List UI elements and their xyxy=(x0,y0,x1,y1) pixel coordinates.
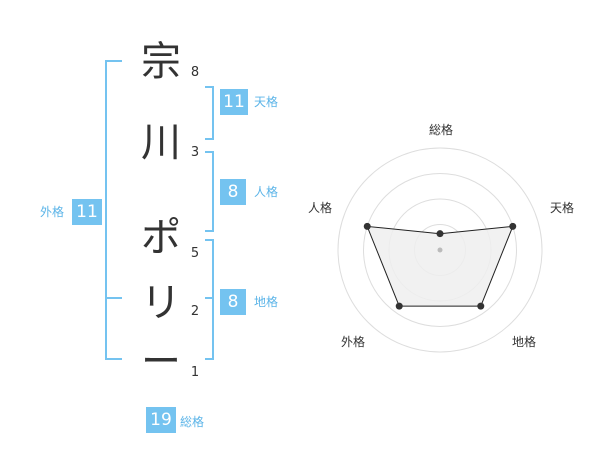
jinkaku-value: 8 xyxy=(220,179,246,205)
chikaku-value: 8 xyxy=(220,289,246,315)
radar-ring xyxy=(363,173,517,327)
name-character-4: リ xyxy=(141,280,181,326)
gaikaku-label: 外格 xyxy=(40,205,65,219)
name-character-3: ポ xyxy=(141,215,181,261)
radar-axis-label-gaikaku: 外格 xyxy=(340,335,365,349)
radar-point-2 xyxy=(509,222,517,230)
stroke-count-5: 1 xyxy=(190,365,200,380)
name-character-1: 宗 xyxy=(141,39,181,85)
tenkaku-label: 天格 xyxy=(254,95,279,109)
stroke-count-3: 5 xyxy=(190,246,200,261)
radar-center-dot xyxy=(437,247,443,253)
radar-point-1 xyxy=(436,230,444,238)
radar-axis-label-soukaku: 総格 xyxy=(428,123,453,137)
radar-axis-label-jinkaku: 人格 xyxy=(307,201,332,215)
radar-point-5 xyxy=(363,222,371,230)
radar-point-3 xyxy=(477,302,485,310)
stroke-count-1: 8 xyxy=(190,65,200,80)
radar-series-area xyxy=(366,225,514,307)
stroke-count-2: 3 xyxy=(190,145,200,160)
name-character-2: 川 xyxy=(141,120,181,166)
radar-axis-label-tenkaku: 天格 xyxy=(549,201,574,215)
tenkaku-value: 11 xyxy=(220,89,248,115)
gaikaku-value: 11 xyxy=(72,199,102,225)
jinkaku-label: 人格 xyxy=(254,185,279,199)
name-character-5: ー xyxy=(141,339,181,385)
chikaku-label: 地格 xyxy=(254,295,279,309)
radar-point-4 xyxy=(395,302,403,310)
soukaku-label: 総格 xyxy=(180,415,205,429)
radar-ring xyxy=(337,147,543,353)
stroke-count-4: 2 xyxy=(190,304,200,319)
soukaku-value: 19 xyxy=(146,407,176,433)
radar-axis-label-chikaku: 地格 xyxy=(511,335,536,349)
